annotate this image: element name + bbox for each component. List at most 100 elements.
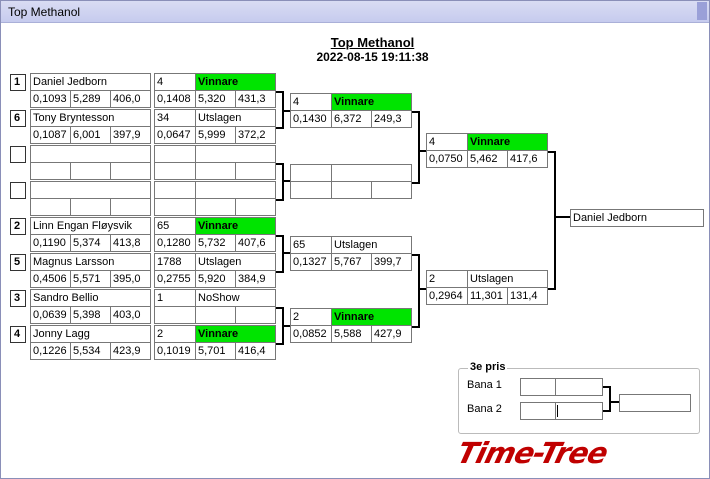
speed bbox=[110, 198, 151, 216]
result-label: NoShow bbox=[195, 289, 276, 307]
third-prize-lane1-a[interactable] bbox=[520, 378, 556, 396]
connector bbox=[548, 288, 556, 290]
final-elapsed-time: 5,462 bbox=[467, 150, 508, 168]
third-prize-result[interactable] bbox=[619, 394, 691, 412]
semi-reaction-time: 0,0852 bbox=[290, 325, 332, 343]
round-reaction-time bbox=[154, 162, 196, 180]
champion-name[interactable]: Daniel Jedborn bbox=[570, 209, 704, 227]
round-reaction-time: 0,2755 bbox=[154, 270, 196, 288]
speed: 397,9 bbox=[110, 126, 151, 144]
third-prize-panel bbox=[458, 368, 700, 434]
round-elapsed-time: 5,920 bbox=[195, 270, 236, 288]
driver-name[interactable] bbox=[30, 181, 151, 199]
round-speed: 384,9 bbox=[235, 270, 276, 288]
reaction-time bbox=[30, 198, 71, 216]
reaction-time: 0,1190 bbox=[30, 234, 71, 252]
round-speed bbox=[235, 198, 276, 216]
semi-lane[interactable]: 2 bbox=[290, 308, 332, 326]
elapsed-time: 5,571 bbox=[70, 270, 111, 288]
titlebar-edge bbox=[697, 2, 707, 20]
connector bbox=[282, 325, 290, 327]
lane-number[interactable]: 2 bbox=[154, 325, 196, 343]
speed: 403,0 bbox=[110, 306, 151, 324]
semi-lane[interactable] bbox=[290, 164, 332, 182]
connector bbox=[603, 386, 611, 388]
final-elapsed-time: 11,301 bbox=[467, 287, 508, 305]
final-speed: 131,4 bbox=[507, 287, 548, 305]
third-prize-lane2-label: Bana 2 bbox=[467, 403, 502, 415]
final-lane[interactable]: 4 bbox=[426, 133, 468, 151]
connector bbox=[282, 235, 284, 273]
semi-elapsed-time: 5,767 bbox=[331, 253, 372, 271]
semi-lane[interactable]: 65 bbox=[290, 236, 332, 254]
semi-speed: 427,9 bbox=[371, 325, 412, 343]
window-title: Top Methanol bbox=[8, 5, 81, 19]
lane-number[interactable]: 1 bbox=[154, 289, 196, 307]
third-prize-lane2-a[interactable] bbox=[520, 402, 556, 420]
semi-elapsed-time: 5,588 bbox=[331, 325, 372, 343]
connector bbox=[418, 288, 426, 290]
seed-box bbox=[10, 146, 26, 163]
connector bbox=[276, 163, 284, 165]
connector bbox=[609, 386, 611, 412]
connector bbox=[554, 151, 556, 290]
driver-name[interactable]: Jonny Lagg bbox=[30, 325, 151, 343]
lane-number[interactable]: 1788 bbox=[154, 253, 196, 271]
semi-speed bbox=[371, 181, 412, 199]
driver-name[interactable] bbox=[30, 145, 151, 163]
connector bbox=[282, 180, 290, 182]
connector bbox=[412, 111, 420, 113]
final-lane[interactable]: 2 bbox=[426, 270, 468, 288]
driver-name[interactable]: Linn Engan Fløysvik bbox=[30, 217, 151, 235]
lane-number[interactable]: 34 bbox=[154, 109, 196, 127]
round-reaction-time bbox=[154, 306, 196, 324]
seed-box: 6 bbox=[10, 110, 26, 127]
lane-number[interactable]: 4 bbox=[154, 73, 196, 91]
result-label bbox=[195, 181, 276, 199]
connector bbox=[276, 343, 284, 345]
third-prize-title: 3e pris bbox=[468, 361, 508, 373]
time-tree-logo: Time-Tree bbox=[454, 436, 698, 470]
semi-result: Vinnare bbox=[331, 308, 412, 326]
connector bbox=[276, 307, 284, 309]
round-elapsed-time: 5,999 bbox=[195, 126, 236, 144]
round-elapsed-time: 5,701 bbox=[195, 342, 236, 360]
round-reaction-time: 0,1019 bbox=[154, 342, 196, 360]
connector bbox=[282, 110, 290, 112]
round-speed bbox=[235, 306, 276, 324]
third-prize-lane1-b[interactable] bbox=[555, 378, 603, 396]
round-reaction-time bbox=[154, 198, 196, 216]
speed: 406,0 bbox=[110, 90, 151, 108]
text-cursor bbox=[557, 405, 558, 417]
elapsed-time bbox=[70, 198, 111, 216]
driver-name[interactable]: Magnus Larsson bbox=[30, 253, 151, 271]
final-reaction-time: 0,0750 bbox=[426, 150, 468, 168]
seed-box: 4 bbox=[10, 326, 26, 343]
lane-number[interactable] bbox=[154, 181, 196, 199]
elapsed-time: 6,001 bbox=[70, 126, 111, 144]
driver-name[interactable]: Tony Bryntesson bbox=[30, 109, 151, 127]
semi-lane[interactable]: 4 bbox=[290, 93, 332, 111]
lane-number[interactable] bbox=[154, 145, 196, 163]
connector bbox=[554, 216, 570, 218]
round-elapsed-time: 5,732 bbox=[195, 234, 236, 252]
connector bbox=[412, 326, 420, 328]
result-label: Utslagen bbox=[195, 253, 276, 271]
connector bbox=[276, 235, 284, 237]
semi-result: Vinnare bbox=[331, 93, 412, 111]
connector bbox=[418, 111, 420, 184]
title-bar: Top Methanol bbox=[1, 1, 709, 23]
driver-name[interactable]: Daniel Jedborn bbox=[30, 73, 151, 91]
reaction-time: 0,0639 bbox=[30, 306, 71, 324]
driver-name[interactable]: Sandro Bellio bbox=[30, 289, 151, 307]
elapsed-time: 5,289 bbox=[70, 90, 111, 108]
semi-speed: 399,7 bbox=[371, 253, 412, 271]
elapsed-time: 5,534 bbox=[70, 342, 111, 360]
lane-number[interactable]: 65 bbox=[154, 217, 196, 235]
third-prize-lane2-b[interactable] bbox=[555, 402, 603, 420]
round-speed: 372,2 bbox=[235, 126, 276, 144]
event-title: Top Methanol bbox=[330, 35, 415, 50]
connector bbox=[276, 127, 284, 129]
round-elapsed-time bbox=[195, 198, 236, 216]
semi-speed: 249,3 bbox=[371, 110, 412, 128]
